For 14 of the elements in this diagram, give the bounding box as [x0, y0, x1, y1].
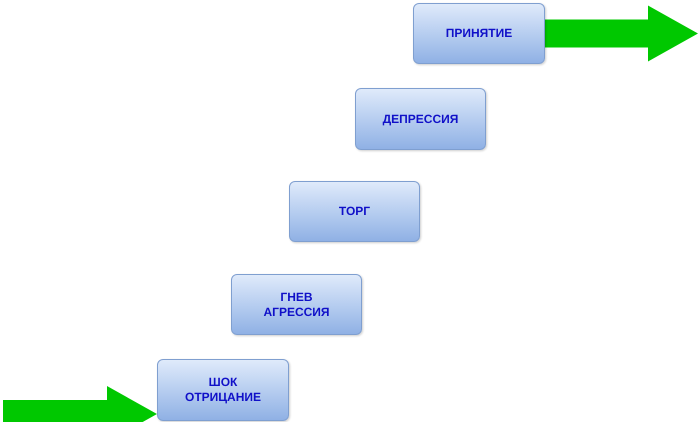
block-arrow [3, 386, 157, 422]
stage-label: ПРИНЯТИЕ [446, 26, 512, 41]
stage-label: ТОРГ [338, 204, 370, 219]
stage-label: АГРЕССИЯ [263, 304, 330, 320]
stage-box [231, 274, 362, 335]
stage-box [157, 359, 289, 421]
stage-label: ОТРИЦАНИЕ [184, 390, 262, 405]
stage-box [413, 3, 545, 64]
stage-label: ШОК [208, 375, 238, 390]
stage-label: ДЕПРЕССИЯ [382, 112, 458, 126]
stage-label: ГНЕВ [280, 290, 313, 304]
stage-box [355, 88, 486, 150]
stage-box [289, 181, 420, 242]
block-arrow [545, 6, 698, 62]
